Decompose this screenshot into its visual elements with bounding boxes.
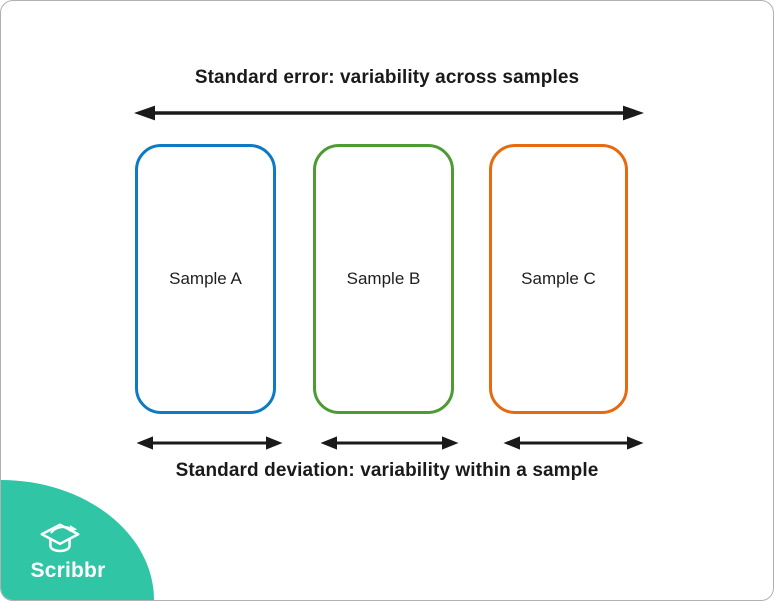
sample-box-c: Sample C <box>489 144 628 414</box>
top-caption: Standard error: variability across sampl… <box>194 67 580 88</box>
sample-box-a: Sample A <box>135 144 276 414</box>
sample-box-b: Sample B <box>313 144 454 414</box>
sample-c-deviation-arrow-icon <box>503 436 644 450</box>
sample-a-deviation-arrow-icon <box>136 436 283 450</box>
sample-b-deviation-arrow-icon <box>320 436 459 450</box>
sample-box-a-label: Sample A <box>169 269 242 288</box>
sample-box-b-label: Sample B <box>346 269 421 288</box>
graduation-cap-icon <box>40 523 80 553</box>
scribbr-logo-text: Scribbr <box>30 559 106 582</box>
standard-error-double-arrow-icon <box>134 105 644 121</box>
sample-box-c-label: Sample C <box>521 269 596 288</box>
bottom-caption: Standard deviation: variability within a… <box>175 460 599 481</box>
